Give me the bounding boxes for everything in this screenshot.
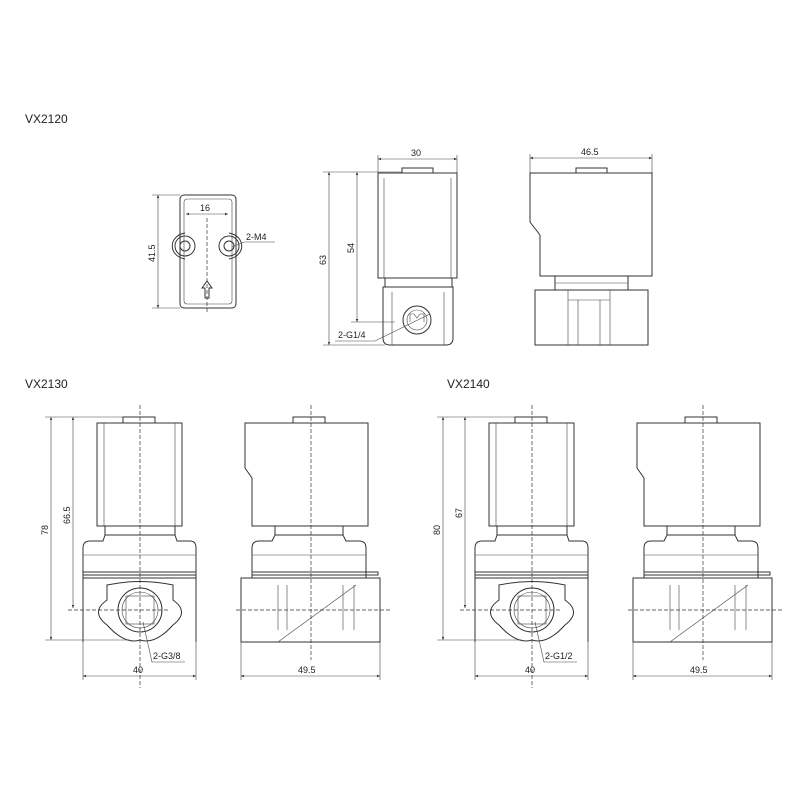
model-title-vx2130: VX2130 bbox=[25, 377, 68, 391]
dim-height-41-5: 41.5 bbox=[147, 244, 157, 262]
dim-width-16: 16 bbox=[200, 203, 210, 213]
vx2140-dim-height-80: 80 bbox=[432, 525, 442, 535]
vx2140-dim-width-49-5: 49.5 bbox=[690, 665, 708, 675]
vx2120-bottom-view: 41.5 16 2-M4 bbox=[147, 194, 275, 312]
dim-width-30: 30 bbox=[411, 148, 421, 158]
vx2140-dim-width-40: 40 bbox=[525, 665, 535, 675]
vx2120-front-view: 30 63 54 2-G1/4 bbox=[318, 148, 458, 346]
dim-height-63: 63 bbox=[318, 255, 328, 265]
dim-height-54: 54 bbox=[346, 243, 356, 253]
dim-width-46-5: 46.5 bbox=[581, 147, 599, 157]
label-2-m4: 2-M4 bbox=[246, 232, 267, 242]
vx2130-views bbox=[45, 405, 390, 688]
vx2140-dim-height-67: 67 bbox=[454, 508, 464, 518]
vx2130-dim-width-40: 40 bbox=[133, 665, 143, 675]
vx2130-dim-width-49-5: 49.5 bbox=[298, 665, 316, 675]
vx2130-dim-height-66-5: 66.5 bbox=[62, 506, 72, 524]
vx2130-label-2-g3-8: 2-G3/8 bbox=[153, 651, 181, 661]
vx2120-side-view: 46.5 bbox=[529, 147, 653, 346]
vx2130-dim-height-78: 78 bbox=[40, 525, 50, 535]
model-title-vx2120: VX2120 bbox=[25, 112, 68, 126]
label-2-g1-4: 2-G1/4 bbox=[338, 330, 366, 340]
model-title-vx2140: VX2140 bbox=[447, 377, 490, 391]
vx2140-views bbox=[437, 405, 782, 688]
vx2140-label-2-g1-2: 2-G1/2 bbox=[545, 651, 573, 661]
